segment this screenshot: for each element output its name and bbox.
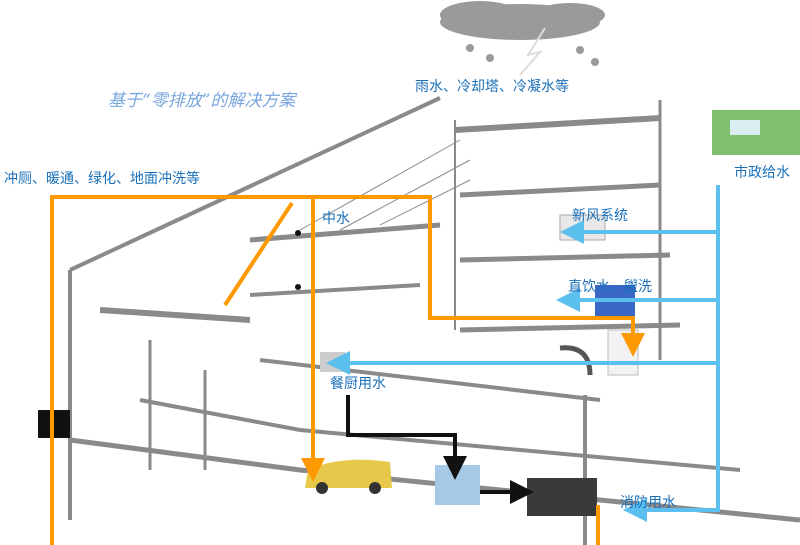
label-fresh-air: 新风系统	[572, 208, 628, 224]
label-kitchen: 餐厨用水	[330, 376, 386, 392]
label-reclaimed: 中水	[322, 211, 350, 227]
treatment-tank-image	[527, 478, 597, 516]
water-purifier-image	[595, 285, 635, 320]
label-rain: 雨水、冷却塔、冷凝水等	[415, 79, 569, 95]
municipal-water-lines	[326, 185, 720, 522]
wastewater-lines	[346, 395, 534, 504]
label-drinking: 直饮水、盥洗	[568, 279, 652, 295]
label-municipal: 市政给水	[734, 165, 790, 181]
faucet-image	[559, 345, 593, 376]
label-reuse-uses: 冲厕、暖通、绿化、地面冲洗等	[4, 171, 200, 187]
label-fire: 消防用水	[620, 495, 676, 511]
car-image	[305, 459, 392, 488]
rain-cloud-icon	[440, 1, 605, 76]
reclaimed-water-lines	[50, 195, 645, 545]
diagram-title: 基于“零排放”的解决方案	[108, 91, 296, 111]
grease-trap-image	[435, 465, 480, 505]
